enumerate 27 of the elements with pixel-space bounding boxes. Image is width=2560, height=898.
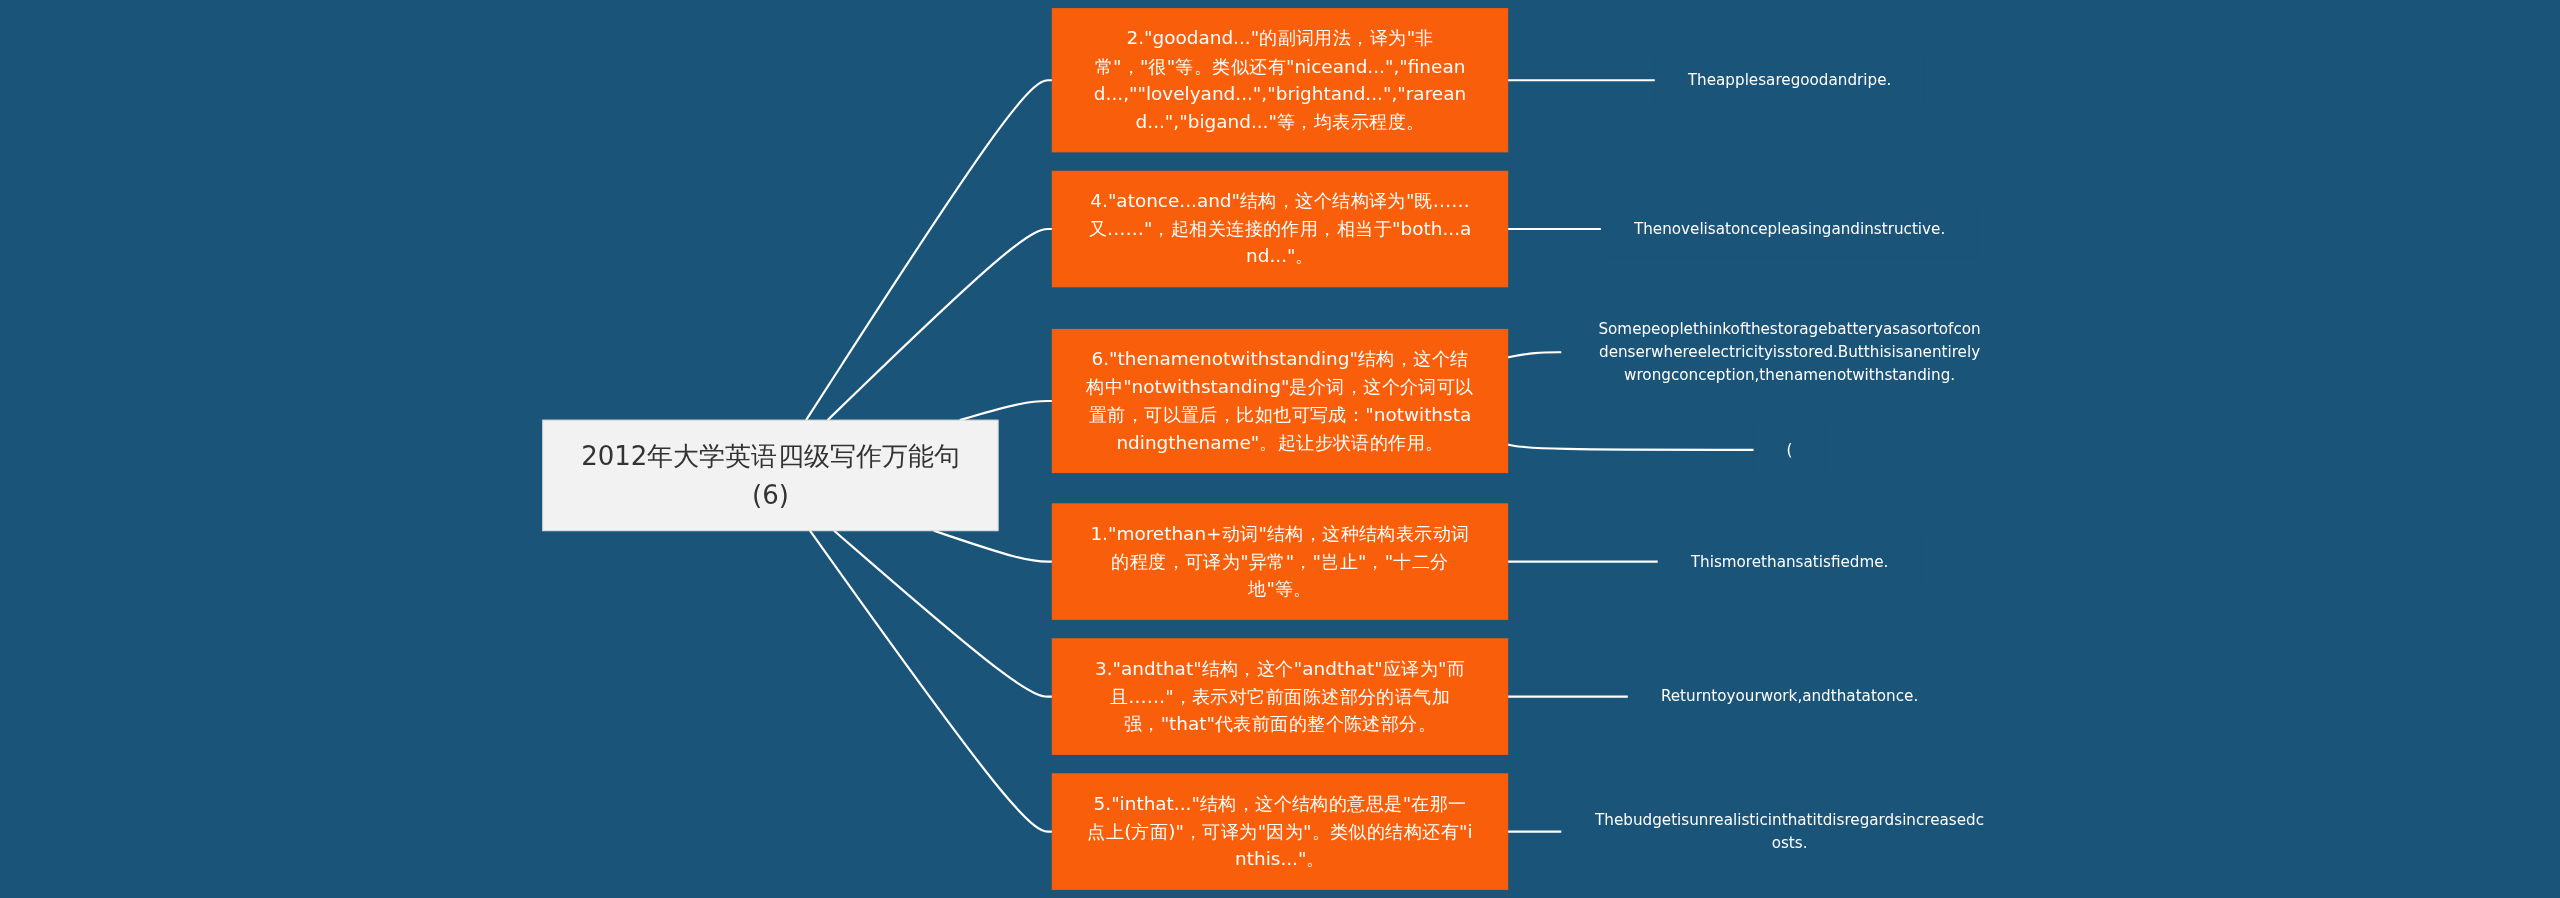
connector: [809, 530, 1053, 833]
node-box: 3."andthat"结构，这个"andthat"应译为"而且……"，表示对它前面陈述部分的语气加强，"that"代表前面的整个陈述部分。: [1051, 638, 1509, 755]
node-box: 1."morethan+动词"结构，这种结构表示动词的程度，可译为"异常"，"岂止"，"十二分地"等。: [1051, 503, 1509, 620]
node-box: 6."thenamenotwithstanding"结构，这个结构中"notwithstanding"是介词，这个介词可以置前，可以置后，比如也可写成："notwithstandingthename"。起让步状语的作用。: [1051, 328, 1509, 474]
connector: [1507, 443, 1755, 451]
connector: [959, 399, 1053, 422]
node-box: 5."inthat..."结构，这个结构的意思是"在那一点上(方面)"，可译为"因为"。类似的结构还有"inthis..."。: [1051, 773, 1509, 890]
node-box: 2012年大学英语四级写作万能句(6): [542, 419, 999, 532]
node-box: 2."goodand..."的副词用法，译为"非常"，"很"等。类似还有"niceand...","fineand...,""lovelyand...","brightand...","rareand...","bigand..."等，均表示程度。: [1051, 8, 1509, 153]
connector: [1507, 79, 1656, 82]
node-text: Thenovelisatoncepleasingandinstructive.: [1633, 219, 1946, 238]
connector: [833, 529, 1053, 698]
connector: [1507, 227, 1602, 231]
connector: [1507, 560, 1659, 563]
connector: [1507, 695, 1629, 698]
connector: [933, 529, 1053, 563]
node-text: (: [1786, 440, 1793, 458]
node-box: 4."atonce...and"结构，这个结构译为"既……又……"，起相关连接的作用，相当于"both...and..."。: [1051, 170, 1509, 288]
node-text: Thebudgetisunrealisticinthatitdisregardsincreasedcosts.: [1595, 810, 1985, 852]
node-text: Theapplesaregoodandripe.: [1687, 71, 1892, 89]
node-text: Somepeoplethinkofthestoragebatteryasasortofcondenserwhereelectricityisstored.Butthisisanentirelywrongconception,thenamenotwithstanding.: [1598, 320, 1981, 384]
connector: [826, 227, 1053, 421]
connector: [1507, 351, 1562, 359]
node-text: Thismorethansatisfiedme.: [1690, 552, 1889, 570]
connector: [1507, 830, 1562, 833]
node-text: Returntoyourwork,andthatatonce.: [1660, 687, 1919, 705]
connector: [805, 79, 1053, 421]
